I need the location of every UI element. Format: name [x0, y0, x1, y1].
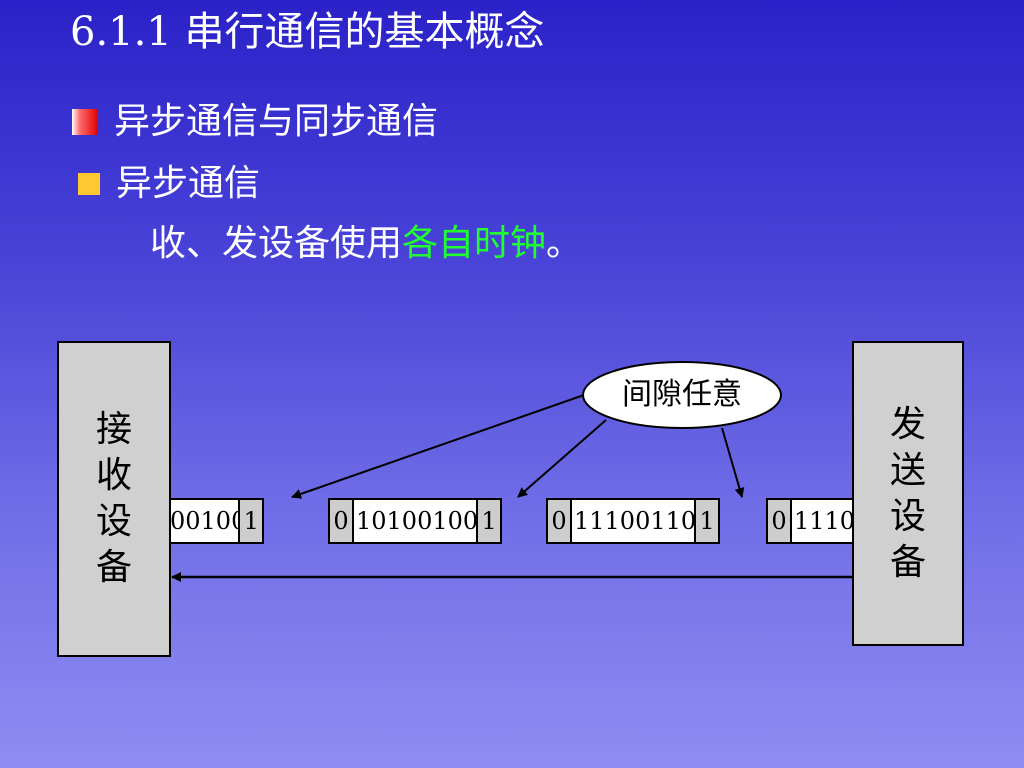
gap-pointer-2	[517, 419, 607, 498]
gap-pointer-1	[291, 394, 585, 499]
receiver-device: 接 收 设 备	[57, 341, 171, 657]
note-line: 收、发设备使用各自时钟。	[150, 220, 582, 268]
bullet-item-2: 异步通信	[78, 160, 260, 208]
red-square-bullet-icon	[72, 109, 98, 135]
frame-2-data: 10100100	[354, 500, 476, 542]
data-frame-2: 0 10100100 1	[328, 498, 502, 544]
bullet-text-1: 异步通信与同步通信	[114, 101, 439, 142]
gap-pointer-3	[721, 427, 745, 498]
sender-device: 发 送 设 备	[852, 341, 964, 646]
frame-3-stop-bit: 1	[694, 500, 718, 542]
receiver-char-4: 备	[95, 547, 132, 588]
frame-2-start-bit: 0	[330, 500, 354, 542]
gap-label: 间隙任意	[622, 377, 742, 412]
bullet-item-1: 异步通信与同步通信	[72, 98, 438, 146]
receiver-char-1: 接	[95, 409, 132, 450]
yellow-square-bullet-icon	[78, 173, 100, 195]
bullet-text-2: 异步通信	[116, 163, 261, 204]
note-suffix: 。	[546, 223, 583, 264]
frame-1-data: 00100	[168, 500, 239, 542]
sender-char-4: 备	[889, 541, 926, 583]
sender-char-2: 送	[889, 449, 926, 491]
data-frame-3: 0 11100110 1	[546, 498, 720, 544]
frame-4-start-bit: 0	[768, 500, 792, 542]
data-frame-1: 00100 1	[166, 498, 264, 544]
sender-char-3: 设	[889, 495, 926, 537]
frame-3-start-bit: 0	[548, 500, 572, 542]
frame-1-stop-bit: 1	[238, 500, 262, 542]
sender-char-1: 发	[889, 403, 926, 445]
receiver-char-2: 收	[95, 455, 132, 496]
frame-2-stop-bit: 1	[476, 500, 500, 542]
receiver-char-3: 设	[95, 501, 132, 542]
gap-label-ellipse	[582, 361, 782, 429]
note-highlight: 各自时钟	[402, 223, 547, 264]
note-prefix: 收、发设备使用	[150, 223, 403, 264]
frame-3-data: 11100110	[572, 500, 694, 542]
slide-title: 6.1.1 串行通信的基本概念	[70, 9, 545, 55]
